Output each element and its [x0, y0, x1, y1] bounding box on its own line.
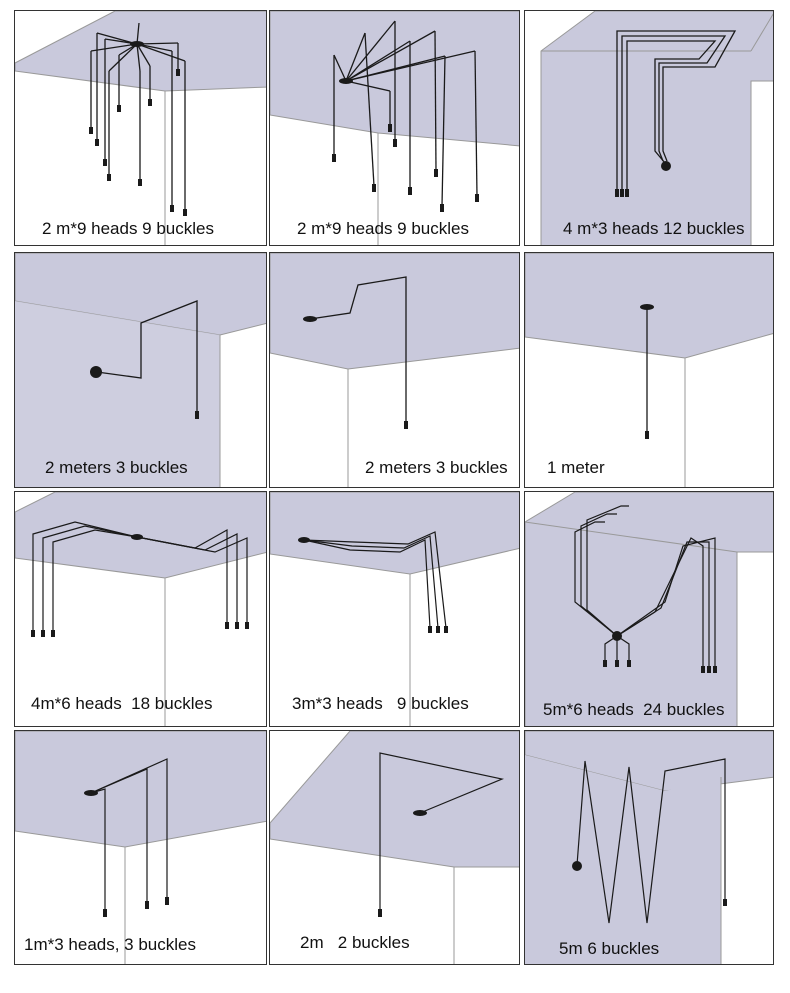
panel-7: 4m*6 heads 18 buckles	[14, 491, 267, 727]
lamp-5m-zigzag-illustration	[525, 731, 773, 964]
panel-9: 5m*6 heads 24 buckles	[524, 491, 774, 727]
lamp-2m-illustration	[270, 731, 519, 964]
lamp-2-meters-illustration	[15, 253, 266, 487]
panel-caption: 2 meters 3 buckles	[365, 458, 508, 477]
panel-6: 1 meter	[524, 252, 774, 488]
lamp-3-heads-line-illustration	[270, 492, 519, 726]
lamp-6-heads-wall-illustration	[525, 492, 773, 726]
panel-1: 2 m*9 heads 9 buckles	[14, 10, 267, 246]
lamp-3-heads-illustration	[540, 11, 773, 245]
panel-11: 2m 2 buckles	[269, 730, 520, 965]
panel-caption: 5m*6 heads 24 buckles	[543, 700, 725, 719]
lamp-6-heads-illustration	[15, 492, 266, 726]
panel-2: 2 m*9 heads 9 buckles	[269, 10, 520, 246]
spider-lamp-9-heads-illustration	[15, 11, 266, 245]
panel-caption: 1m*3 heads, 3 buckles	[24, 935, 196, 954]
panel-caption: 2m 2 buckles	[300, 933, 410, 952]
lamp-2-meters-zigzag-illustration	[270, 253, 519, 487]
panel-5: 2 meters 3 buckles	[269, 252, 520, 488]
lamp-1-meter-illustration	[525, 253, 773, 487]
panel-caption: 5m 6 buckles	[559, 939, 660, 958]
spider-lamp-9-heads-side-illustration	[270, 11, 519, 245]
lamp-1m-3-heads-illustration	[15, 731, 266, 964]
panel-10: 1m*3 heads, 3 buckles	[14, 730, 267, 965]
panel-8: 3m*3 heads 9 buckles	[269, 491, 520, 727]
panel-caption: 3m*3 heads 9 buckles	[292, 694, 469, 713]
panel-12: 5m 6 buckles	[524, 730, 774, 965]
panel-caption: 1 meter	[547, 458, 605, 477]
panel-3: 4 m*3 heads 12 buckles	[524, 10, 774, 246]
panel-caption: 2 meters 3 buckles	[45, 458, 188, 477]
panel-4: 2 meters 3 buckles	[14, 252, 267, 488]
panel-caption: 4m*6 heads 18 buckles	[31, 694, 213, 713]
panel-caption: 2 m*9 heads 9 buckles	[42, 219, 214, 238]
panel-caption: 4 m*3 heads 12 buckles	[563, 219, 745, 238]
panel-caption: 2 m*9 heads 9 buckles	[297, 219, 469, 238]
